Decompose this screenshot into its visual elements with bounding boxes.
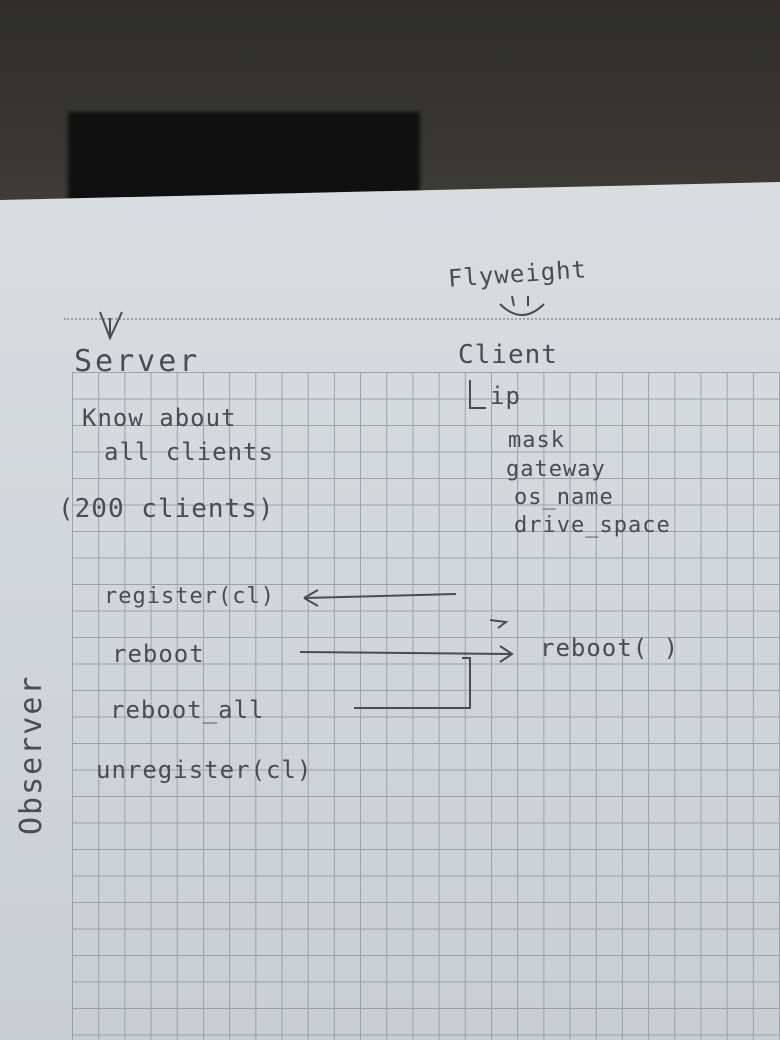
smile-eyes xyxy=(511,295,529,307)
method-reboot: reboot xyxy=(112,640,205,668)
perforation-line xyxy=(64,318,780,320)
client-method-reboot: reboot( ) xyxy=(540,634,680,662)
register-line xyxy=(303,593,457,599)
reboot-line xyxy=(299,651,513,655)
small-arrow-mark xyxy=(489,619,509,629)
server-title: Server xyxy=(74,344,201,379)
client-field-mask: mask xyxy=(508,428,565,453)
smile-mark xyxy=(499,303,545,316)
server-note-line-1: Know about xyxy=(82,404,237,432)
down-arrow xyxy=(99,311,123,341)
dark-object xyxy=(68,112,420,202)
server-note-line-2: all clients xyxy=(104,438,274,466)
reboot-all-bracket xyxy=(354,657,471,709)
method-reboot-all: reboot_all xyxy=(110,696,265,724)
grid-lines xyxy=(72,372,780,1040)
client-field-os-name: os_name xyxy=(514,485,614,510)
server-note-count: (200 clients) xyxy=(58,494,275,524)
observer-side-label: Observer xyxy=(14,674,49,836)
reboot-arrowhead xyxy=(499,645,514,663)
method-register: register(cl) xyxy=(104,584,275,609)
client-bracket xyxy=(469,380,486,409)
client-field-drive-space: drive_space xyxy=(514,513,671,538)
client-field-ip: ip xyxy=(490,382,521,410)
register-arrowhead xyxy=(303,589,319,607)
client-title: Client xyxy=(458,340,558,370)
method-unregister: unregister(cl) xyxy=(96,756,313,784)
client-field-gateway: gateway xyxy=(506,457,606,482)
